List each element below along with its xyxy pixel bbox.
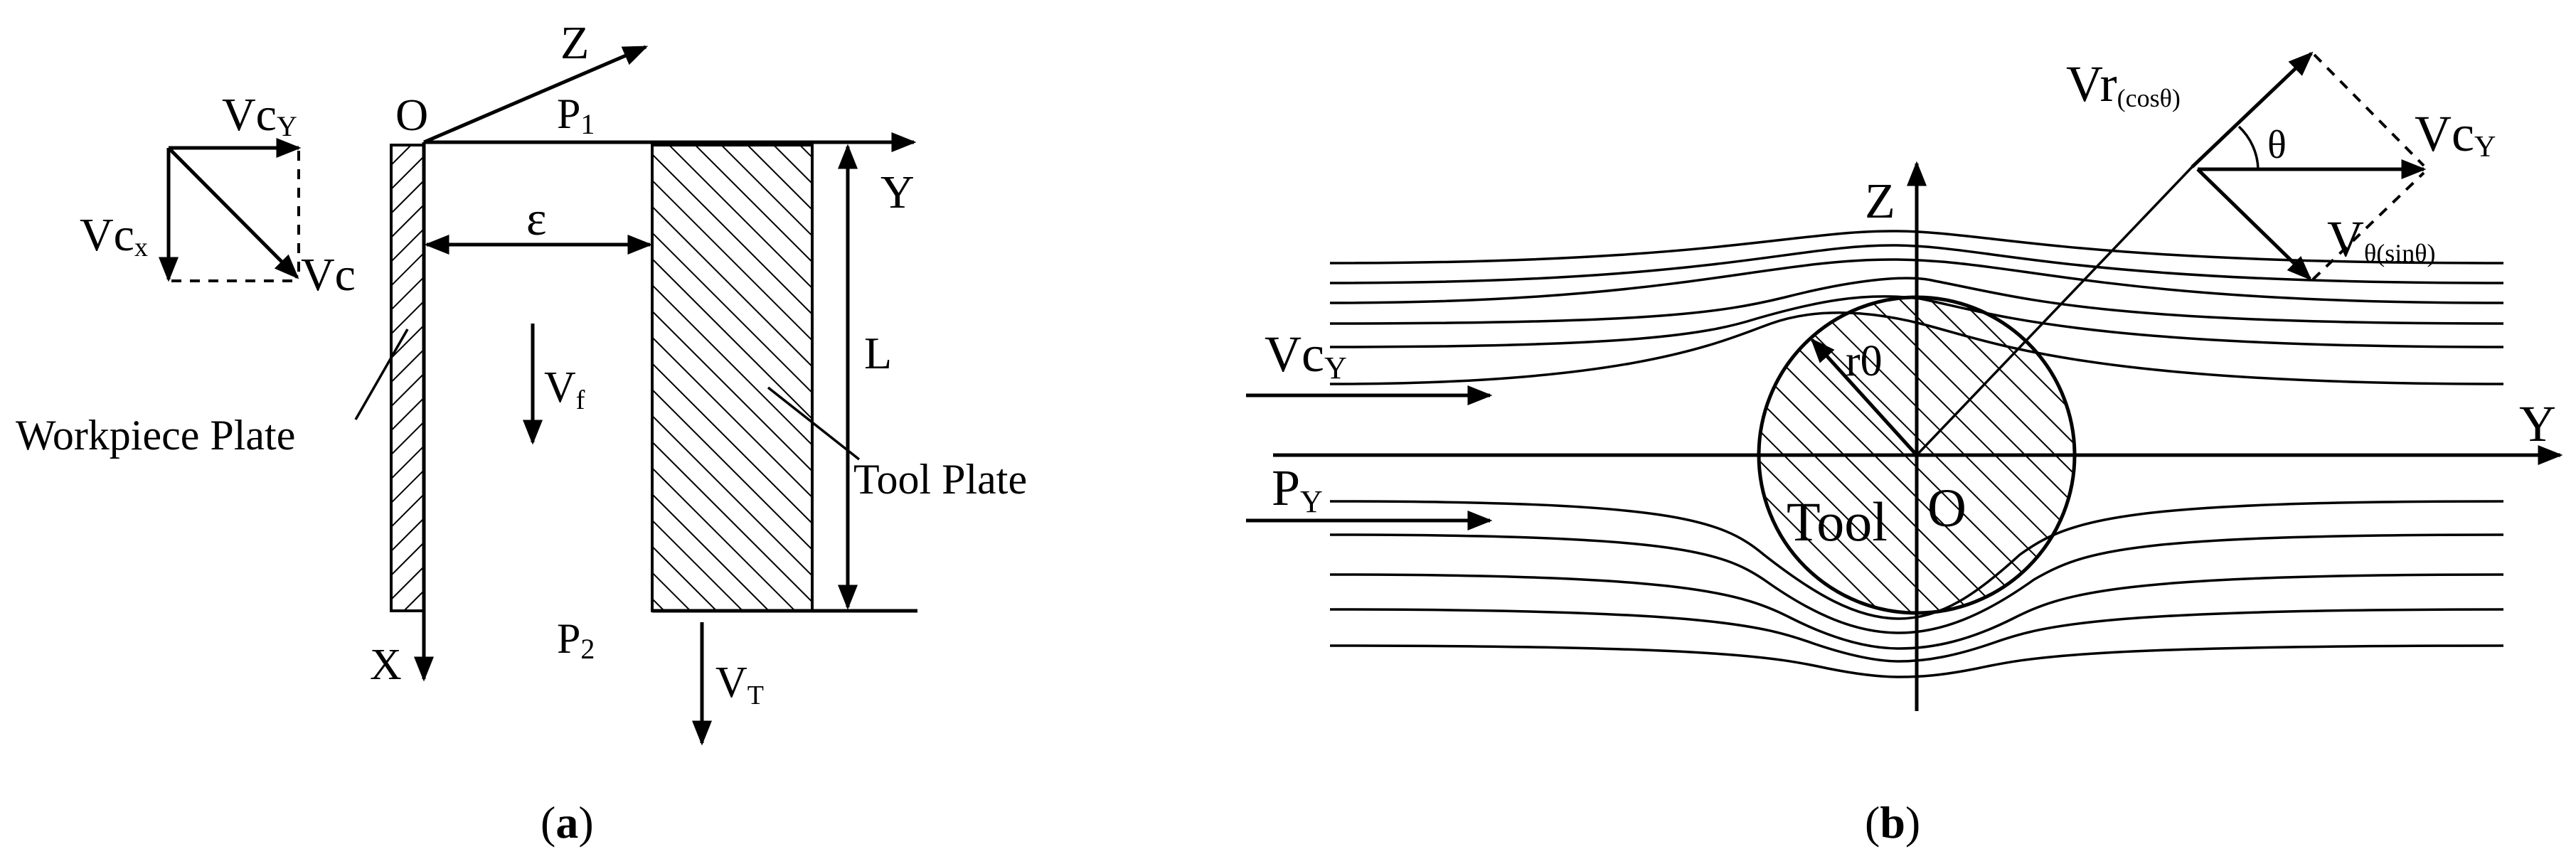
- tool-leader-line: [767, 386, 861, 461]
- vc-label: Vc: [301, 249, 356, 301]
- caption-a: (a): [541, 797, 594, 848]
- vtheta-dashed-projection: [2311, 171, 2425, 281]
- streamlines: [1329, 230, 2504, 678]
- caption-b: (b): [1865, 797, 1920, 848]
- workpiece-plate: [390, 144, 425, 612]
- streamline: [1329, 258, 2504, 304]
- vc-arrow: [167, 146, 299, 279]
- py-inlet-label: PY: [1272, 459, 1323, 519]
- workpiece-leader-line: [354, 329, 409, 420]
- streamline: [1329, 230, 2504, 265]
- streamline: [1329, 533, 2504, 634]
- radial-direction-line: [1915, 166, 2193, 457]
- tool-label: Tool: [1787, 491, 1888, 553]
- theta-label: θ: [2267, 123, 2287, 167]
- vr-label: Vr(cosθ): [2066, 55, 2181, 112]
- z-axis: [423, 45, 649, 144]
- vcy-resultant-label: VcY: [2415, 105, 2496, 164]
- z-axis-label: Z: [560, 17, 589, 69]
- velocity-triangle: [159, 138, 302, 282]
- vtheta-label: Vθ(sinθ): [2327, 210, 2435, 267]
- vcy-inlet-label: VcY: [1265, 326, 1347, 385]
- p1-label: P1: [557, 90, 595, 140]
- streamline: [1329, 573, 2504, 650]
- vcy-label: VcY: [222, 89, 297, 142]
- vtheta-arrow: [2196, 168, 2312, 281]
- length-label: L: [864, 328, 892, 378]
- streamline: [1329, 608, 2504, 663]
- p2-label: P2: [557, 615, 595, 665]
- streamline: [1329, 644, 2504, 678]
- radius-label: r0: [1846, 337, 1883, 385]
- gap-label: ε: [526, 191, 547, 245]
- streamline: [1329, 244, 2504, 284]
- vr-arrow: [2191, 51, 2314, 169]
- vf-label: Vf: [544, 363, 585, 415]
- panel-b: Z Y O Tool r0 VcY PY Vr(cosθ) θ VcY Vθ(s…: [1246, 51, 2563, 848]
- tool-plate: [651, 144, 814, 612]
- tool-plate-label: Tool Plate: [853, 456, 1027, 503]
- y-axis-label: Y: [2519, 395, 2556, 452]
- origin-label: O: [395, 90, 428, 140]
- vr-dashed-projection: [2313, 53, 2425, 167]
- workpiece-plate-label: Workpiece Plate: [16, 412, 295, 459]
- panel-a: VcY Vcx Vc O Z Y X P1 P2 ε L Vf VT Wo: [16, 17, 1027, 848]
- streamline: [1329, 277, 2504, 325]
- streamline: [1329, 500, 2504, 620]
- origin-label: O: [1927, 479, 1966, 538]
- vt-label: VT: [715, 658, 764, 710]
- radius-arrow: [1810, 338, 1918, 457]
- theta-arc: [2237, 125, 2260, 170]
- z-axis-label: Z: [1865, 174, 1895, 229]
- x-axis-label: X: [370, 641, 402, 689]
- y-axis-label: Y: [880, 166, 915, 218]
- streamline: [1329, 295, 2504, 348]
- vcx-label: Vcx: [80, 209, 148, 262]
